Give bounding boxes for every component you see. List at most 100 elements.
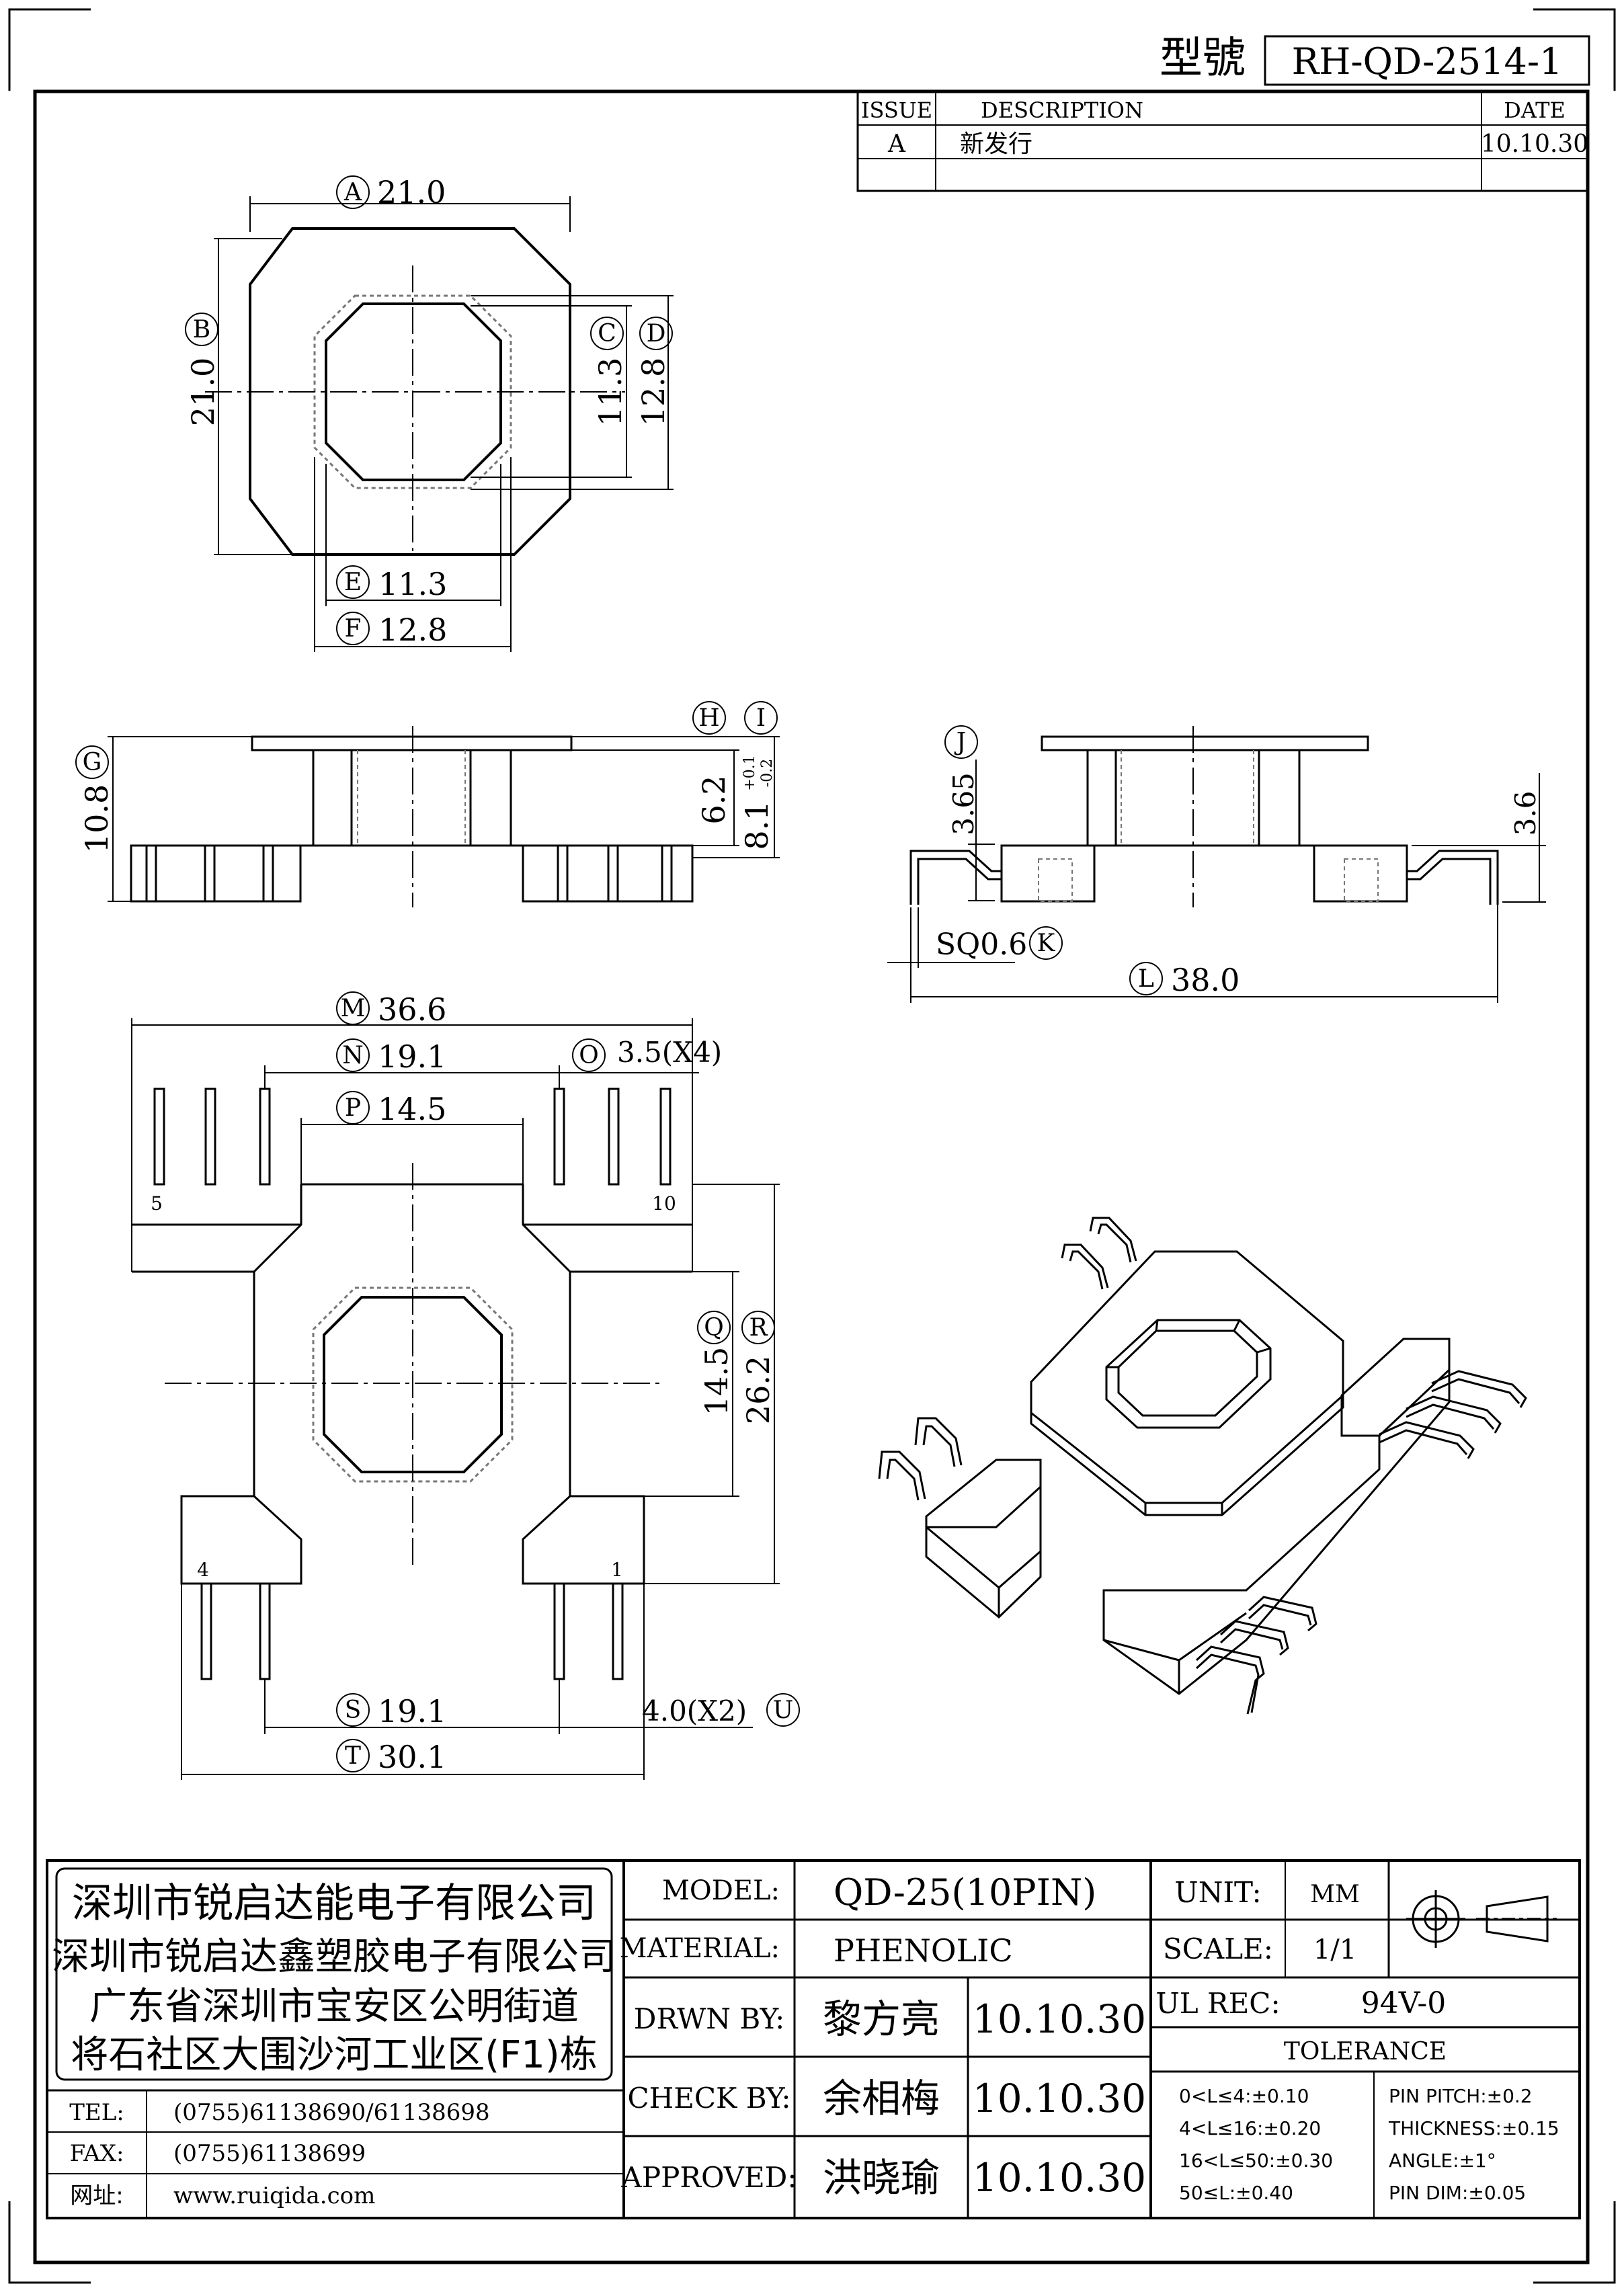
dim-o-letter: O [579,1042,599,1069]
tol-pin-pitch: PIN PITCH:±0.2 [1389,2085,1533,2107]
dim-r-value: 26.2 [740,1356,776,1424]
dim-g-value: 10.8 [79,784,115,853]
tol-line-4: 50≤L:±0.40 [1179,2182,1293,2204]
dim-n-letter: N [342,1042,364,1069]
drawn-label: DRWN BY: [634,2002,784,2035]
dim-i-tol-plus: +0.1 [741,755,758,790]
tel-label: TEL: [69,2099,124,2126]
top-bobbin-hole [325,302,502,481]
approved-label: APPROVED: [621,2161,797,2194]
dim-o-value: 3.5(X4) [617,1036,722,1069]
rev-row-issue: A [887,130,906,158]
dim-right-value: 3.6 [1509,791,1542,836]
dim-l-value: 38.0 [1171,962,1240,998]
web-value: www.ruiqida.com [173,2182,375,2209]
dim-m-value: 36.6 [378,991,446,1028]
dim-b-letter: B [193,316,210,343]
dim-m-letter: M [341,995,366,1022]
material-label: MATERIAL: [620,1933,780,1964]
dim-h-value: 6.2 [696,775,732,824]
dim-t-letter: T [345,1742,361,1770]
approved-value: 洪晓瑜 [823,2155,940,2201]
company-line-2: 深圳市锐启达鑫塑胶电子有限公司 [52,1935,616,1979]
dim-f-value: 12.8 [378,612,447,648]
top-outline [249,227,571,556]
main-frame [33,89,1590,2264]
dim-c-value: 11.3 [592,358,628,426]
rev-row-date: 10.10.30 [1481,130,1588,158]
material-value: PHENOLIC [834,1932,1013,1969]
pin-1-label: 1 [611,1559,623,1581]
dim-i-letter: I [756,704,766,732]
dim-u-letter: U [773,1696,793,1724]
corner-marks [8,8,1616,2284]
dim-j-value: 3.65 [947,772,980,835]
dim-h-letter: H [698,704,719,732]
dim-t-value: 30.1 [378,1739,446,1775]
rev-col-date: DATE [1504,97,1566,123]
company-line-4: 将石社区大围沙河工业区(F1)栋 [71,2033,598,2077]
fax-label: FAX: [70,2140,124,2167]
tol-thickness: THICKNESS:±0.15 [1388,2117,1559,2139]
tol-line-2: 4<L≤16:±0.20 [1179,2117,1321,2139]
model-label: MODEL: [662,1875,780,1906]
dim-c-letter: C [598,320,616,347]
title-block: 深圳市锐启达能电子有限公司 深圳市锐启达鑫塑胶电子有限公司 广东省深圳市宝安区公… [46,1859,1581,2219]
dim-i-tol-minus: -0.2 [759,759,776,787]
rev-col-issue: ISSUE [861,97,932,123]
unit-value: MM [1310,1881,1360,1908]
side-view: G 10.8 H I 6.2 8.1 +0.1 -0.2 [75,701,780,907]
scale-value: 1/1 [1313,1934,1356,1965]
dim-r-letter: R [749,1314,768,1342]
bottom-view: 5 10 4 1 M 36.6 N 19.1 O 3.5(X4) P 14.5 [131,991,800,1780]
tel-value: (0755)61138690/61138698 [173,2099,490,2126]
scale-label: SCALE: [1163,1932,1273,1965]
tol-line-1: 0<L≤4:±0.10 [1179,2085,1309,2107]
tol-line-3: 16<L≤50:±0.30 [1179,2150,1333,2172]
dim-k-value: SQ0.6 [936,928,1027,962]
approved-date: 10.10.30 [973,2155,1146,2201]
dim-q-value: 14.5 [698,1347,735,1416]
ul-value: 94V-0 [1361,1986,1447,2020]
revision-table: ISSUE DESCRIPTION DATE A 新发行 10.10.30 [856,90,1589,192]
dim-k-letter: K [1037,930,1056,957]
dim-p-letter: P [345,1094,361,1122]
tol-pin-dim: PIN DIM:±0.05 [1389,2182,1526,2204]
company-line-3: 广东省深圳市宝安区公明街道 [89,1985,579,2029]
dim-e-value: 11.3 [378,566,447,602]
unit-label: UNIT: [1174,1876,1261,1909]
dim-f-letter: F [345,615,362,643]
dim-d-value: 12.8 [635,358,672,426]
dim-g-letter: G [83,749,102,776]
fax-value: (0755)61138699 [173,2140,366,2167]
check-value: 余相梅 [823,2076,940,2121]
pin-4-label: 4 [197,1559,209,1581]
dim-l-letter: L [1138,965,1154,993]
top-inner-dashed [313,294,512,489]
model-no-label: 型號 [1160,34,1246,83]
projection-symbol-icon [1406,1890,1557,1948]
model-no-value: RH-QD-2514-1 [1292,40,1563,83]
dim-a-letter: A [343,179,362,206]
rev-row-desc: 新发行 [960,130,1032,158]
tolerance-title: TOLERANCE [1284,2038,1447,2065]
model-no-box [1264,35,1590,86]
web-label: 网址: [70,2182,123,2209]
check-label: CHECK BY: [627,2082,790,2115]
dim-s-value: 19.1 [378,1693,446,1729]
dim-a-value: 21.0 [377,174,446,210]
model-value: QD-25(10PIN) [834,1871,1096,1914]
company-line-1: 深圳市锐启达能电子有限公司 [72,1880,596,1927]
dim-s-letter: S [345,1696,362,1724]
dim-b-value: 21.0 [185,358,221,426]
drawn-date: 10.10.30 [973,1996,1146,2042]
dim-e-letter: E [344,569,362,596]
dim-q-letter: Q [704,1314,724,1342]
tol-angle: ANGLE:±1° [1389,2150,1496,2172]
isometric-view [878,1217,1527,1715]
ul-label: UL REC: [1155,1987,1280,2020]
drawn-value: 黎方亮 [823,1996,940,2042]
dim-u-value: 4.0(X2) [642,1694,747,1727]
rev-col-desc: DESCRIPTION [981,97,1143,123]
